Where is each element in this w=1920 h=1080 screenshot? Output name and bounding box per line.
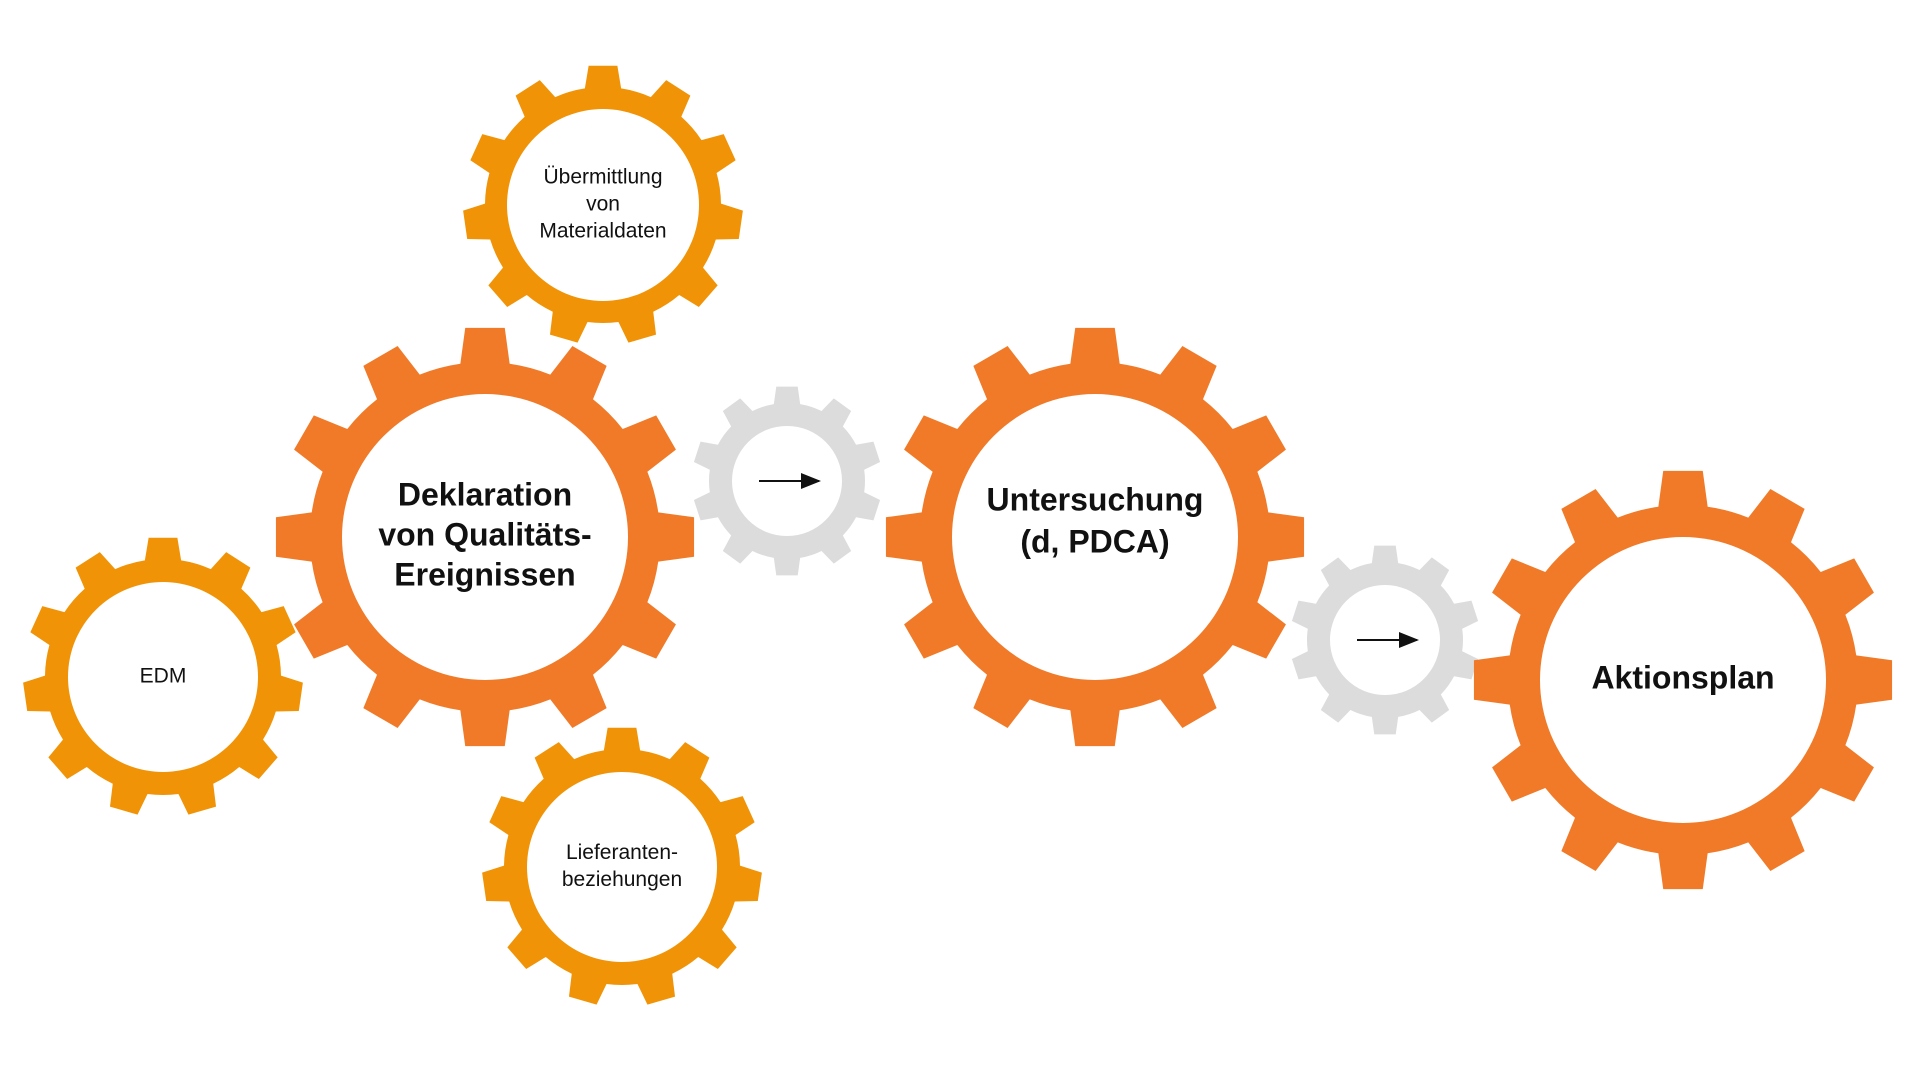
gear-connector-2 — [1291, 545, 1479, 735]
gear-edm-hub — [68, 582, 258, 772]
gear-untersuchung-label-line: Untersuchung — [987, 481, 1204, 517]
gear-deklaration-hub — [342, 394, 628, 680]
gear-lieferanten: Lieferanten-beziehungen — [482, 727, 762, 1005]
gear-uebermittlung-label-line: von — [586, 193, 620, 216]
gear-connector-1 — [693, 386, 881, 576]
gear-lieferanten-label-line: Lieferanten- — [566, 841, 678, 864]
gear-edm-label-line: EDM — [140, 665, 187, 688]
gear-deklaration-label-line: von Qualitäts- — [378, 516, 591, 552]
gear-aktionsplan-label-line: Aktionsplan — [1591, 659, 1774, 695]
gear-untersuchung-hub — [952, 394, 1238, 680]
gear-deklaration-label-line: Deklaration — [398, 476, 572, 512]
gear-aktionsplan-hub — [1540, 537, 1826, 823]
gear-lieferanten-hub — [527, 772, 717, 962]
gear-deklaration: Deklaration von Qualitäts- Ereignissen — [275, 327, 695, 747]
gear-untersuchung: Untersuchung (d, PDCA) — [885, 327, 1305, 747]
gear-deklaration-label-line: Ereignissen — [394, 556, 575, 592]
gear-edm: EDM — [23, 537, 303, 815]
gear-uebermittlung-label-line: Materialdaten — [539, 220, 666, 243]
gear-lieferanten-label-line: beziehungen — [562, 868, 682, 891]
gear-aktionsplan: Aktionsplan — [1473, 470, 1893, 890]
gear-uebermittlung-hub — [507, 109, 699, 301]
gear-uebermittlung-label-line: Übermittlung — [543, 166, 662, 189]
gear-untersuchung-label-line: (d, PDCA) — [1020, 523, 1169, 559]
